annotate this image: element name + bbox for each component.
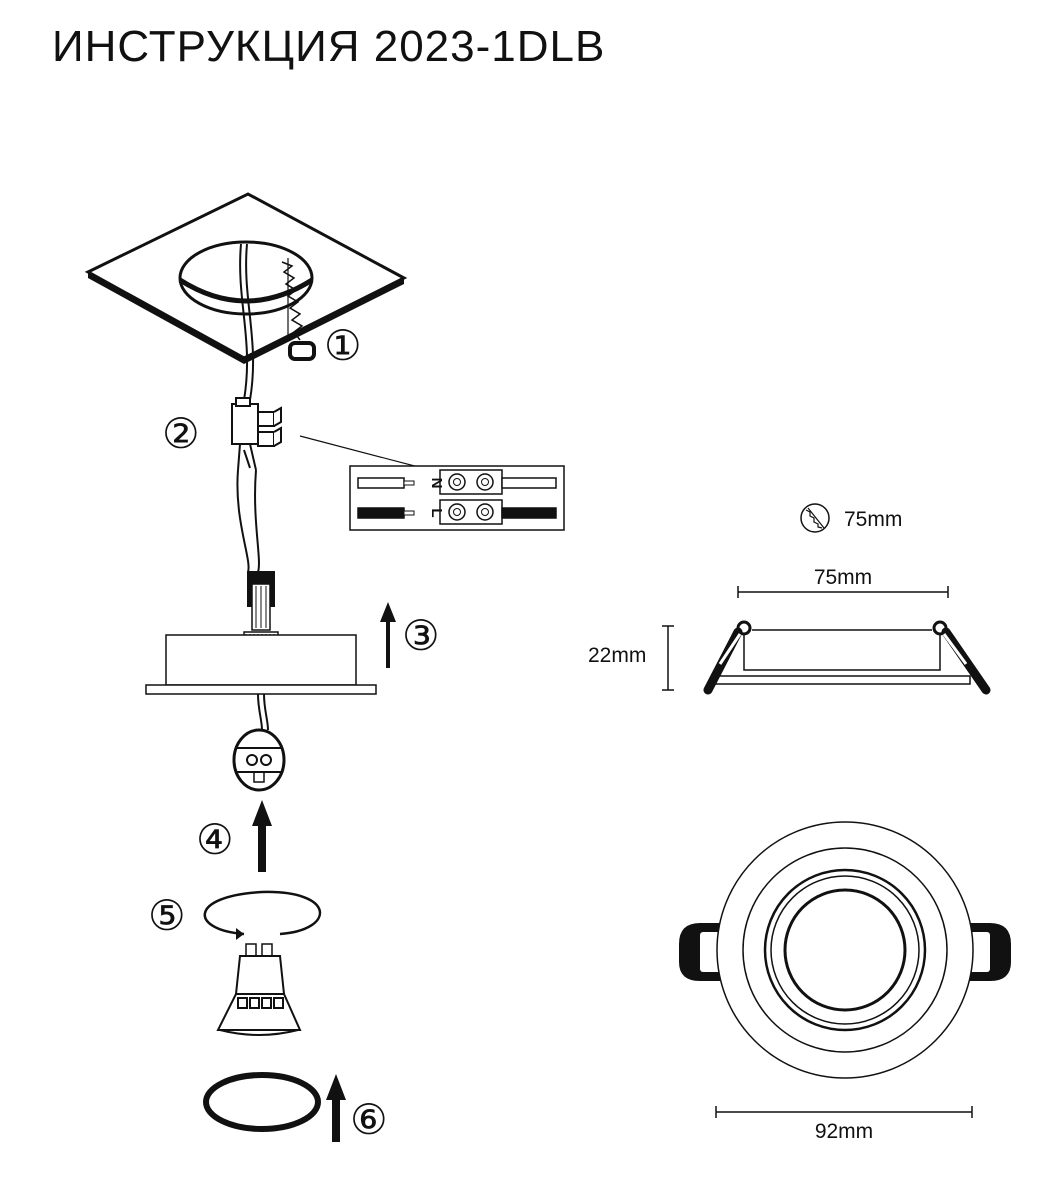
- step-3-label: ③: [402, 611, 440, 660]
- step-5-label: ⑤: [148, 891, 186, 940]
- step-4-label: ④: [196, 815, 234, 864]
- terminal-label-n: N: [428, 478, 445, 489]
- up-arrow-icon: [252, 602, 396, 1142]
- height-dimension: 22mm: [588, 644, 646, 667]
- wiring-detail: [349, 465, 565, 531]
- page-title: ИНСТРУКЦИЯ 2023-1DLB: [52, 22, 606, 71]
- width-dimension: 75mm: [814, 566, 872, 589]
- step-6-label: ⑥: [350, 1095, 388, 1144]
- trim-ring: [203, 1072, 321, 1132]
- gu10-socket: [232, 728, 286, 792]
- wiring-leader: [299, 435, 431, 471]
- step-1-label: ①: [324, 321, 362, 370]
- diameter-dimension: 92mm: [815, 1120, 873, 1143]
- rotate-arrow: [203, 890, 321, 940]
- terminal-block: [231, 397, 282, 573]
- cutout-dimension: 75mm: [844, 508, 902, 531]
- fixture-front-view: 92mm: [679, 821, 1011, 1143]
- step-2-label: ②: [162, 409, 200, 458]
- terminal-label-l: L: [428, 508, 445, 517]
- gu10-lamp: [216, 943, 302, 1036]
- hole-saw-icon: [800, 503, 830, 533]
- spring-clip: [281, 258, 316, 361]
- supply-cable: [239, 243, 255, 401]
- fixture-body: [145, 571, 377, 731]
- fixture-side-profile: 75mm 22mm: [588, 566, 991, 695]
